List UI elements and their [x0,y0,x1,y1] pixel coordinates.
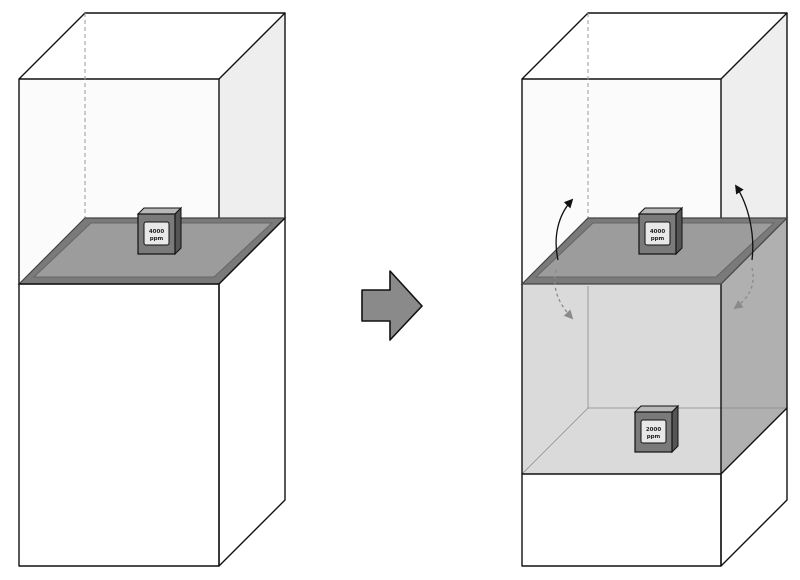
left-solid-front-face [18,283,220,567]
right-solid-block [521,407,788,567]
right-upper-sensor-display [644,221,671,246]
left-sensor-unit: ppm [150,236,164,242]
left-column: 4000 ppm [17,12,287,567]
right-lower-sensor-top [633,405,680,413]
left-sensor-value: 4000 [149,229,164,235]
right-column: 4000 ppm 2000 ppm [520,12,789,567]
left-solid-block [18,217,286,567]
right-upper-sensor-unit: ppm [651,236,665,242]
right-lower-sensor-unit: ppm [647,434,661,440]
transition-arrow [361,270,423,341]
right-upper-sensor-value: 4000 [650,229,665,235]
left-upward-flow-arrow [555,198,574,261]
left-downward-flow-arrow [554,269,574,320]
right-air-front-face [522,284,721,474]
right-arrow-icon [361,270,423,341]
right-solid-front-face [521,473,722,567]
circular-flow-arrows-icon [554,184,754,320]
right-upper-sensor-side [675,206,683,256]
right-air-side-face [721,218,787,474]
right-air-chamber [521,218,788,475]
left-co2-sensor: 4000 ppm [136,206,183,256]
right-upper-sensor-top [637,207,684,215]
right-upper-co2-sensor: 4000 ppm [637,206,684,256]
right-lower-sensor-display [640,419,667,444]
left-glass-side-face [219,13,285,284]
right-lower-sensor-value: 2000 [646,427,661,433]
right-air-hidden-floor-left [521,407,589,475]
right-lower-sensor-side [671,404,679,454]
right-glass-side-face [721,13,787,284]
right-upward-flow-arrow [735,184,754,261]
right-lower-co2-sensor: 2000 ppm [633,404,680,454]
right-downward-flow-arrow [733,267,754,310]
left-sensor-top [136,207,183,215]
left-sensor-side [174,206,182,256]
left-sensor-display [143,221,170,246]
